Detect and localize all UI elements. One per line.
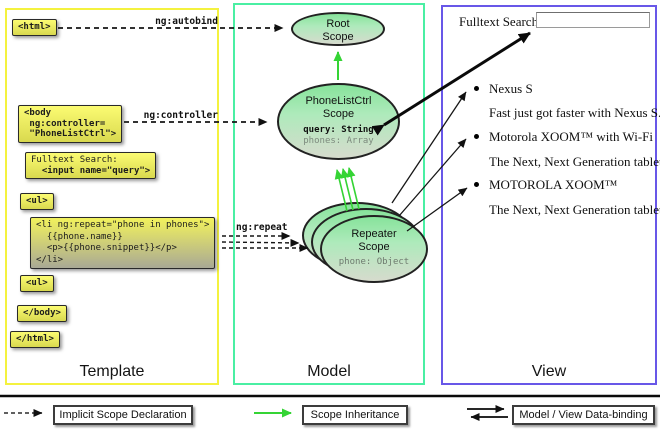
- list-item-title: Nexus S: [489, 81, 533, 96]
- legend-scope-inheritance: Scope Inheritance: [302, 405, 408, 425]
- view-column: View: [441, 5, 657, 385]
- legend-model-view-data-binding: Model / View Data-binding: [512, 405, 655, 425]
- fulltext-search-code-box: Fulltext Search: <input name="query">: [25, 152, 157, 179]
- phonelistctrl-scope-ellipse: PhoneListCtrl Scope query: String phones…: [277, 83, 400, 160]
- bullet-icon: [474, 86, 479, 91]
- ul-open-tag-box: <ul>: [20, 193, 54, 210]
- list-item-title: Motorola XOOM™ with Wi-Fi: [489, 129, 654, 144]
- list-item-title: MOTOROLA XOOM™: [489, 177, 618, 192]
- ng-controller-label: ng:controller: [143, 110, 218, 121]
- view-column-title: View: [531, 363, 567, 380]
- model-column: Model: [233, 3, 425, 385]
- fulltext-search-label: Fulltext Search:: [459, 14, 542, 29]
- ng-repeat-label: ng:repeat: [236, 222, 288, 233]
- fulltext-search-input[interactable]: [536, 12, 650, 28]
- html-open-tag-box: <html>: [12, 19, 57, 36]
- ng-autobind-label: ng:autobind: [155, 16, 218, 27]
- body-open-tag-box: <body ng:controller= "PhoneListCtrl">: [18, 105, 123, 143]
- bullet-icon: [474, 182, 479, 187]
- template-column-title: Template: [79, 363, 145, 380]
- bullet-icon: [474, 134, 479, 139]
- li-repeat-code-box: <li ng:repeat="phone in phones"> {{phone…: [30, 217, 216, 269]
- list-item-snippet: Fast just got faster with Nexus S.: [489, 105, 660, 120]
- list-item-snippet: The Next, Next Generation tablet.: [489, 202, 660, 217]
- root-scope-ellipse: Root Scope: [291, 12, 385, 46]
- ul-close-tag-box: <ul>: [20, 275, 54, 292]
- body-close-tag-box: </body>: [17, 305, 67, 322]
- repeater-scope-ellipse: Repeater Scope phone: Object: [320, 215, 428, 283]
- list-item-snippet: The Next, Next Generation tablet.: [489, 154, 660, 169]
- html-close-tag-box: </html>: [10, 331, 60, 348]
- model-column-title: Model: [307, 363, 351, 380]
- legend-implicit-scope-declaration: Implicit Scope Declaration: [53, 405, 193, 425]
- template-column: Template: [5, 8, 219, 385]
